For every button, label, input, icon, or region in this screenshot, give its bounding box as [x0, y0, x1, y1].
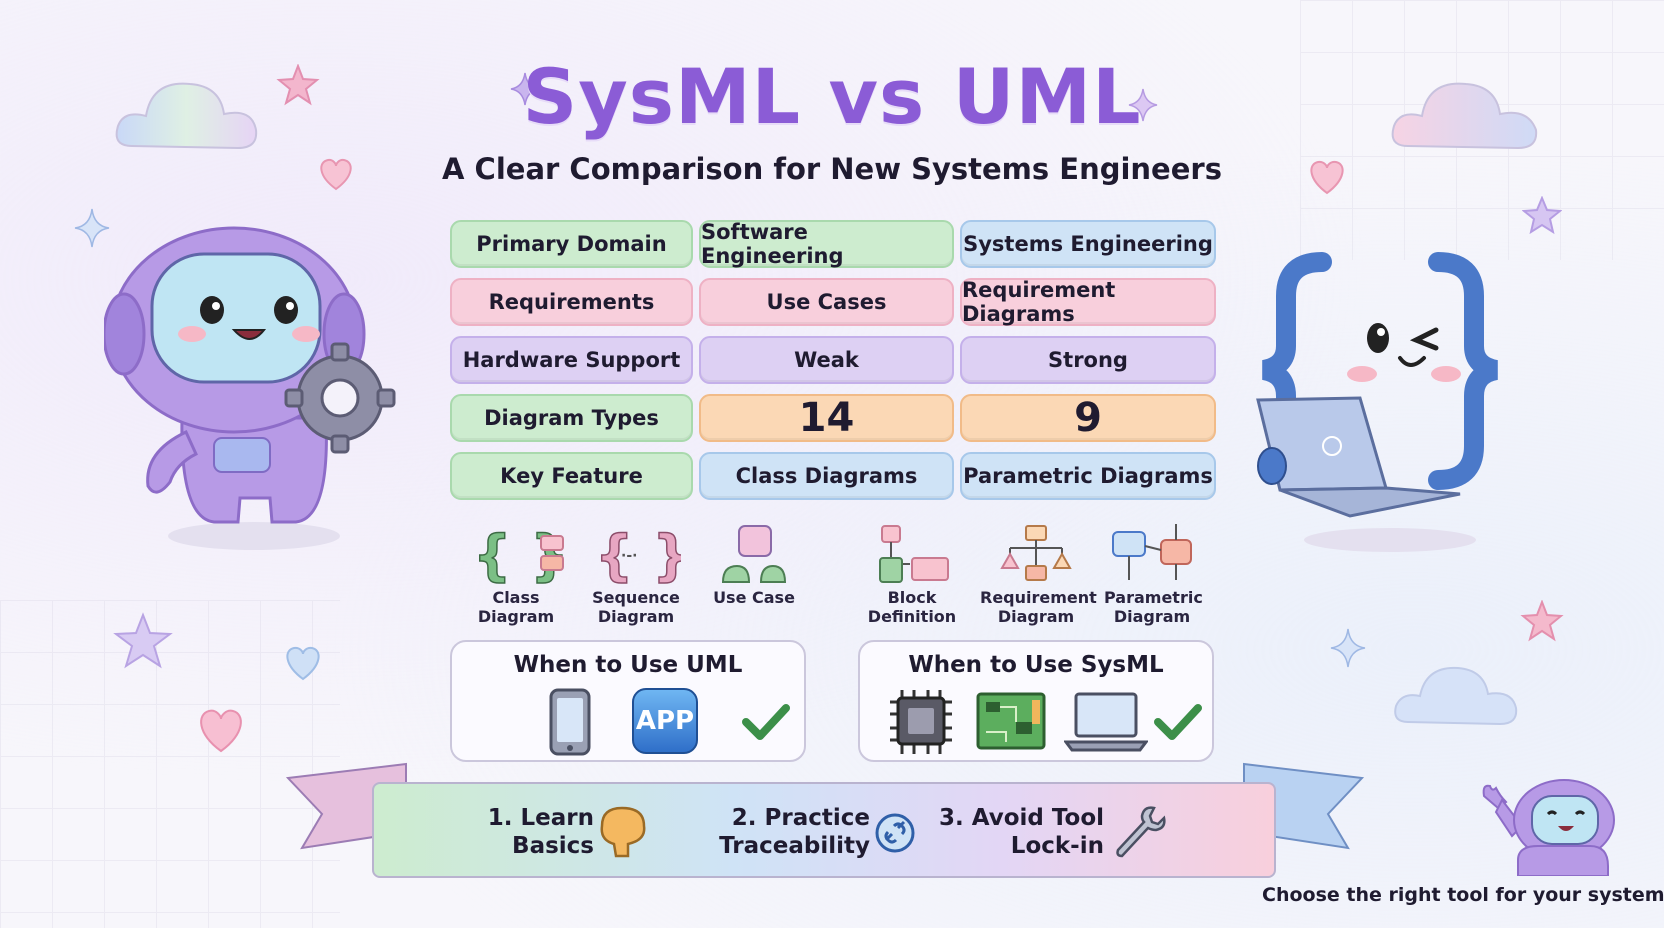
when-to-use-sysml-panel: When to Use SysML: [858, 640, 1214, 762]
class-diagram-icon: { }: [472, 524, 569, 584]
requirement-diagram-icon: [1000, 525, 1072, 581]
block-definition-icon: [879, 525, 949, 583]
diagram-item-use-case: Use Case: [708, 524, 800, 607]
diagram-label: Class Diagram: [477, 588, 555, 626]
diagram-label: Sequence Diagram: [592, 588, 680, 626]
uml-value: 14: [699, 394, 954, 442]
row-label: Hardware Support: [450, 336, 693, 384]
sysml-value: 9: [960, 394, 1216, 442]
sysml-value: Parametric Diagrams: [960, 452, 1216, 500]
table-row: Key Feature Class Diagrams Parametric Di…: [450, 452, 1216, 500]
circuit-board-icon: [976, 692, 1046, 750]
tip-line: 2. Practice: [731, 805, 870, 831]
heart-icon: [200, 709, 242, 753]
checkmark-icon: [742, 704, 790, 740]
use-case-icon: [721, 525, 787, 583]
diagram-item-sequence: { } ·-· Sequence Diagram: [586, 524, 686, 626]
row-label: Primary Domain: [450, 220, 693, 268]
uml-value: Software Engineering: [699, 220, 954, 268]
diagram-label: Block Definition: [867, 588, 957, 626]
cloud-icon: [1391, 82, 1538, 150]
table-row: Requirements Use Cases Requirement Diagr…: [450, 278, 1216, 326]
diagram-label: Parametric Diagram: [1104, 588, 1203, 626]
panel-title: When to Use UML: [513, 652, 743, 678]
link-icon: [875, 813, 915, 853]
brain-icon: [600, 806, 646, 858]
table-row: Diagram Types 14 9: [450, 394, 1216, 442]
star-icon: [1522, 196, 1562, 235]
diagram-label: Use Case: [713, 588, 795, 607]
comparison-table: Primary Domain Software Engineering Syst…: [450, 220, 1216, 500]
diagram-item-class: { } Class Diagram: [454, 524, 578, 626]
checkmark-icon: [1154, 704, 1202, 740]
footer-tagline: Choose the right tool for your system!: [1262, 884, 1664, 906]
page-title: SysML vs UML: [522, 52, 1142, 141]
cloud-icon: [1394, 666, 1518, 726]
sysml-value: Strong: [960, 336, 1216, 384]
sparkle-icon: [74, 208, 110, 248]
smartphone-icon: [549, 688, 591, 756]
sparkle-icon: [510, 72, 540, 106]
app-icon: APP: [632, 688, 698, 754]
when-to-use-uml-panel: When to Use UML APP: [450, 640, 806, 762]
sparkle-icon: [1128, 88, 1158, 122]
laptop-icon: [1064, 692, 1148, 752]
robot-mascot: [104, 226, 396, 550]
uml-value: Weak: [699, 336, 954, 384]
cloud-icon: [115, 82, 258, 150]
heart-icon: [320, 158, 352, 191]
uml-value: Use Cases: [699, 278, 954, 326]
sparkle-icon: [1330, 628, 1366, 668]
background-grid: [0, 600, 340, 928]
diagram-item-block-definition: Block Definition: [864, 524, 960, 626]
table-row: Hardware Support Weak Strong: [450, 336, 1216, 384]
svg-text:·-·: ·-·: [621, 548, 637, 564]
tips-banner: 1. Learn Basics 2. Practice Traceability…: [372, 782, 1276, 878]
sysml-value: Requirement Diagrams: [960, 278, 1216, 326]
small-robot-mascot: [1482, 779, 1615, 876]
wrench-icon: [1116, 806, 1166, 858]
tip-line: 3. Avoid Tool: [939, 805, 1104, 831]
panel-title: When to Use SysML: [908, 652, 1164, 678]
sequence-diagram-icon: { } ·-·: [594, 524, 681, 584]
chip-icon: [890, 690, 952, 754]
uml-value: Class Diagrams: [699, 452, 954, 500]
tip-line: Traceability: [719, 833, 870, 859]
row-label: Key Feature: [450, 452, 693, 500]
heart-icon: [286, 646, 320, 681]
star-icon: [1520, 600, 1564, 642]
table-row: Primary Domain Software Engineering Syst…: [450, 220, 1216, 268]
svg-text:{ }: { }: [473, 524, 569, 584]
heart-icon: [1310, 160, 1344, 195]
tip-item: 1. Learn Basics: [484, 804, 594, 860]
sysml-value: Systems Engineering: [960, 220, 1216, 268]
parametric-diagram-icon: [1112, 524, 1192, 580]
row-label: Diagram Types: [450, 394, 693, 442]
row-label: Requirements: [450, 278, 693, 326]
diagram-item-requirement: Requirement Diagram: [980, 524, 1097, 626]
page-subtitle: A Clear Comparison for New Systems Engin…: [442, 152, 1222, 186]
tip-line: Basics: [512, 833, 594, 859]
star-icon: [113, 612, 173, 669]
diagram-item-parametric: Parametric Diagram: [1104, 524, 1203, 626]
diagram-label: Requirement Diagram: [980, 588, 1097, 626]
star-icon: [276, 64, 320, 106]
tip-item: 2. Practice Traceability: [700, 804, 870, 860]
svg-text:{ }: { }: [595, 524, 681, 584]
tip-line: Lock-in: [1010, 833, 1104, 859]
tip-line: 1. Learn: [487, 805, 594, 831]
tip-item: 3. Avoid Tool Lock-in: [934, 804, 1104, 860]
code-bracket-mascot: [1256, 252, 1499, 552]
